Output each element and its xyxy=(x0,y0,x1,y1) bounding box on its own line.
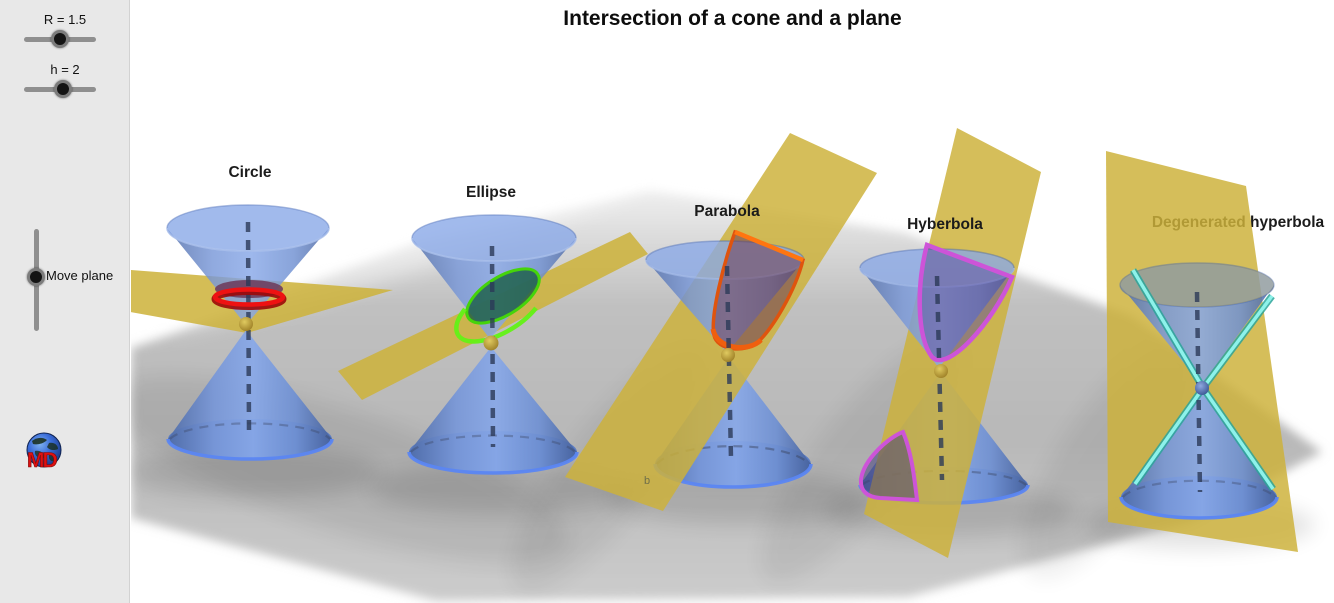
globe-icon: MD xyxy=(26,432,62,472)
slider-h-label: h = 2 xyxy=(50,62,80,77)
slider-r-knob[interactable] xyxy=(51,30,69,48)
scene-hyperbola[interactable] xyxy=(858,128,1041,558)
ellipse-intersection xyxy=(465,267,541,325)
move-plane-label: Move plane xyxy=(46,268,114,283)
cone-axis xyxy=(1194,291,1203,493)
cone-axis xyxy=(934,275,945,481)
apex-point xyxy=(721,348,735,362)
logo-text: MD xyxy=(27,449,57,472)
hyperbola-lower-branch xyxy=(858,429,920,503)
scene-ellipse[interactable] xyxy=(338,214,648,475)
scene-label-ellipse: Ellipse xyxy=(466,184,516,201)
scene-label-hyperbola: Hyberbola xyxy=(907,216,983,233)
slider-h-track[interactable] xyxy=(24,80,96,98)
author-logo[interactable]: MD xyxy=(25,431,65,473)
cone-axis xyxy=(489,245,496,448)
apex-point xyxy=(1195,381,1209,395)
plane-object-label: b xyxy=(644,475,650,487)
control-panel: R = 1.5 h = 2 Move plane MD xyxy=(0,0,130,603)
cone-axis xyxy=(724,265,734,460)
graphics-3d-view[interactable]: Intersection of a cone and a plane xyxy=(131,0,1334,603)
scene-circle[interactable] xyxy=(131,204,393,461)
slider-r-track[interactable] xyxy=(24,30,96,48)
slider-h-knob[interactable] xyxy=(54,80,72,98)
scene-label-parabola: Parabola xyxy=(694,203,760,220)
scene-degenerated-hyperbola[interactable]: Degenerated hyperbola xyxy=(1106,151,1325,552)
scene-label-circle: Circle xyxy=(228,164,271,181)
scene-labels: Circle Ellipse Parabola Hyberbola xyxy=(228,164,983,233)
hyperbola-upper-branch xyxy=(917,242,1015,363)
apex-point xyxy=(483,335,499,351)
move-plane-slider-knob[interactable] xyxy=(27,268,45,286)
page-title: Intersection of a cone and a plane xyxy=(563,7,902,30)
move-plane-slider-track[interactable] xyxy=(27,229,45,331)
scene-parabola[interactable]: b xyxy=(565,133,877,511)
apex-point xyxy=(934,364,948,378)
slider-r-label: R = 1.5 xyxy=(43,12,87,27)
apex-point xyxy=(239,317,253,331)
scene-svg[interactable]: b xyxy=(131,0,1334,603)
